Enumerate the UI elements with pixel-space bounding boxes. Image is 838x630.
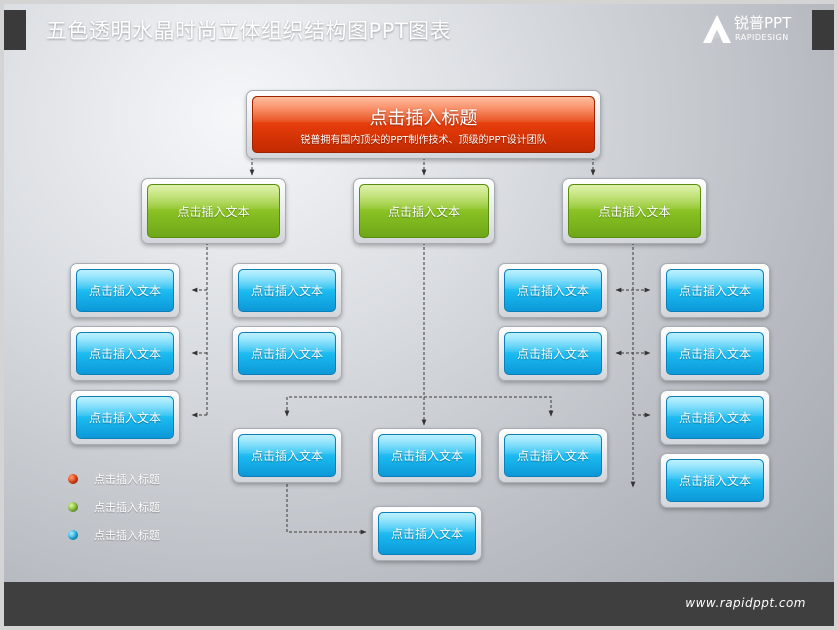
legend-label: 点击插入标题 xyxy=(94,529,160,542)
child-node-frame: 点击插入文本 xyxy=(660,326,770,381)
logo-subtitle: RAPIDESIGN xyxy=(735,33,789,42)
level1-node-center[interactable]: 点击插入文本 xyxy=(359,184,489,238)
child-node-frame: 点击插入文本 xyxy=(498,263,608,318)
node-label: 点击插入文本 xyxy=(516,284,589,298)
child-node[interactable]: 点击插入文本 xyxy=(378,434,476,477)
node-label: 点击插入文本 xyxy=(88,411,161,425)
child-node[interactable]: 点击插入文本 xyxy=(666,332,764,375)
child-node[interactable]: 点击插入文本 xyxy=(504,332,602,375)
level1-node-frame: 点击插入文本 xyxy=(353,178,495,244)
child-node[interactable]: 点击插入文本 xyxy=(238,269,336,312)
legend-item: 点击插入标题 xyxy=(68,527,160,543)
root-node[interactable]: 点击插入标题 锐普拥有国内顶尖的PPT制作技术、顶级的PPT设计团队 xyxy=(252,96,595,153)
level1-node-left[interactable]: 点击插入文本 xyxy=(147,184,280,238)
legend-item: 点击插入标题 xyxy=(68,471,160,487)
legend-dot-red xyxy=(68,474,78,484)
child-node[interactable]: 点击插入文本 xyxy=(666,269,764,312)
legend-label: 点击插入标题 xyxy=(94,473,160,486)
root-node-frame: 点击插入标题 锐普拥有国内顶尖的PPT制作技术、顶级的PPT设计团队 xyxy=(246,90,601,159)
slide: 五色透明水晶时尚立体组织结构图PPT图表 锐普PPT RAPIDESIGN xyxy=(4,4,834,626)
node-label: 点击插入文本 xyxy=(516,449,589,463)
level1-node-frame: 点击插入文本 xyxy=(562,178,707,244)
child-node-frame: 点击插入文本 xyxy=(372,506,482,561)
root-title: 点击插入标题 xyxy=(369,107,478,129)
legend-label: 点击插入标题 xyxy=(94,501,160,514)
footer-url[interactable]: www.rapidppt.com xyxy=(685,596,806,610)
child-node[interactable]: 点击插入文本 xyxy=(504,434,602,477)
child-node-frame: 点击插入文本 xyxy=(372,428,482,483)
node-label: 点击插入文本 xyxy=(390,449,463,463)
node-label: 点击插入文本 xyxy=(390,527,463,541)
node-label: 点击插入文本 xyxy=(387,204,460,219)
legend-item: 点击插入标题 xyxy=(68,499,160,515)
node-label: 点击插入文本 xyxy=(678,411,751,425)
node-label: 点击插入文本 xyxy=(177,204,250,219)
header-left-bar xyxy=(4,10,26,50)
connector-lines xyxy=(191,157,651,535)
node-label: 点击插入文本 xyxy=(598,204,671,219)
child-node-frame: 点击插入文本 xyxy=(498,326,608,381)
child-node[interactable]: 点击插入文本 xyxy=(238,434,336,477)
child-node-frame: 点击插入文本 xyxy=(232,428,342,483)
node-label: 点击插入文本 xyxy=(88,284,161,298)
child-node[interactable]: 点击插入文本 xyxy=(76,269,174,312)
child-node[interactable]: 点击插入文本 xyxy=(666,396,764,439)
node-label: 点击插入文本 xyxy=(250,347,323,361)
header-right-bar xyxy=(812,10,834,50)
child-node[interactable]: 点击插入文本 xyxy=(666,459,764,502)
child-node[interactable]: 点击插入文本 xyxy=(504,269,602,312)
slide-title: 五色透明水晶时尚立体组织结构图PPT图表 xyxy=(46,19,452,43)
child-node-frame: 点击插入文本 xyxy=(660,453,770,508)
node-label: 点击插入文本 xyxy=(250,449,323,463)
child-node-frame: 点击插入文本 xyxy=(232,263,342,318)
legend-dot-green xyxy=(68,502,78,512)
root-subtitle: 锐普拥有国内顶尖的PPT制作技术、顶级的PPT设计团队 xyxy=(300,134,547,146)
legend-dot-blue xyxy=(68,530,78,540)
node-label: 点击插入文本 xyxy=(678,347,751,361)
node-label: 点击插入文本 xyxy=(678,284,751,298)
brand-logo: 锐普PPT RAPIDESIGN xyxy=(702,12,812,48)
child-node[interactable]: 点击插入文本 xyxy=(378,512,476,555)
child-node-frame: 点击插入文本 xyxy=(660,390,770,445)
node-label: 点击插入文本 xyxy=(250,284,323,298)
child-node[interactable]: 点击插入文本 xyxy=(76,332,174,375)
logo-name: 锐普PPT xyxy=(734,14,792,32)
child-node-frame: 点击插入文本 xyxy=(232,326,342,381)
child-node-frame: 点击插入文本 xyxy=(70,326,180,381)
child-node-frame: 点击插入文本 xyxy=(70,390,180,445)
child-node[interactable]: 点击插入文本 xyxy=(76,396,174,439)
logo-mark-icon xyxy=(703,15,731,43)
child-node-frame: 点击插入文本 xyxy=(70,263,180,318)
node-label: 点击插入文本 xyxy=(678,474,751,488)
child-node[interactable]: 点击插入文本 xyxy=(238,332,336,375)
node-label: 点击插入文本 xyxy=(516,347,589,361)
footer-bar: www.rapidppt.com xyxy=(4,582,834,626)
level1-node-frame: 点击插入文本 xyxy=(141,178,286,244)
node-label: 点击插入文本 xyxy=(88,347,161,361)
child-node-frame: 点击插入文本 xyxy=(498,428,608,483)
child-node-frame: 点击插入文本 xyxy=(660,263,770,318)
level1-node-right[interactable]: 点击插入文本 xyxy=(568,184,701,238)
